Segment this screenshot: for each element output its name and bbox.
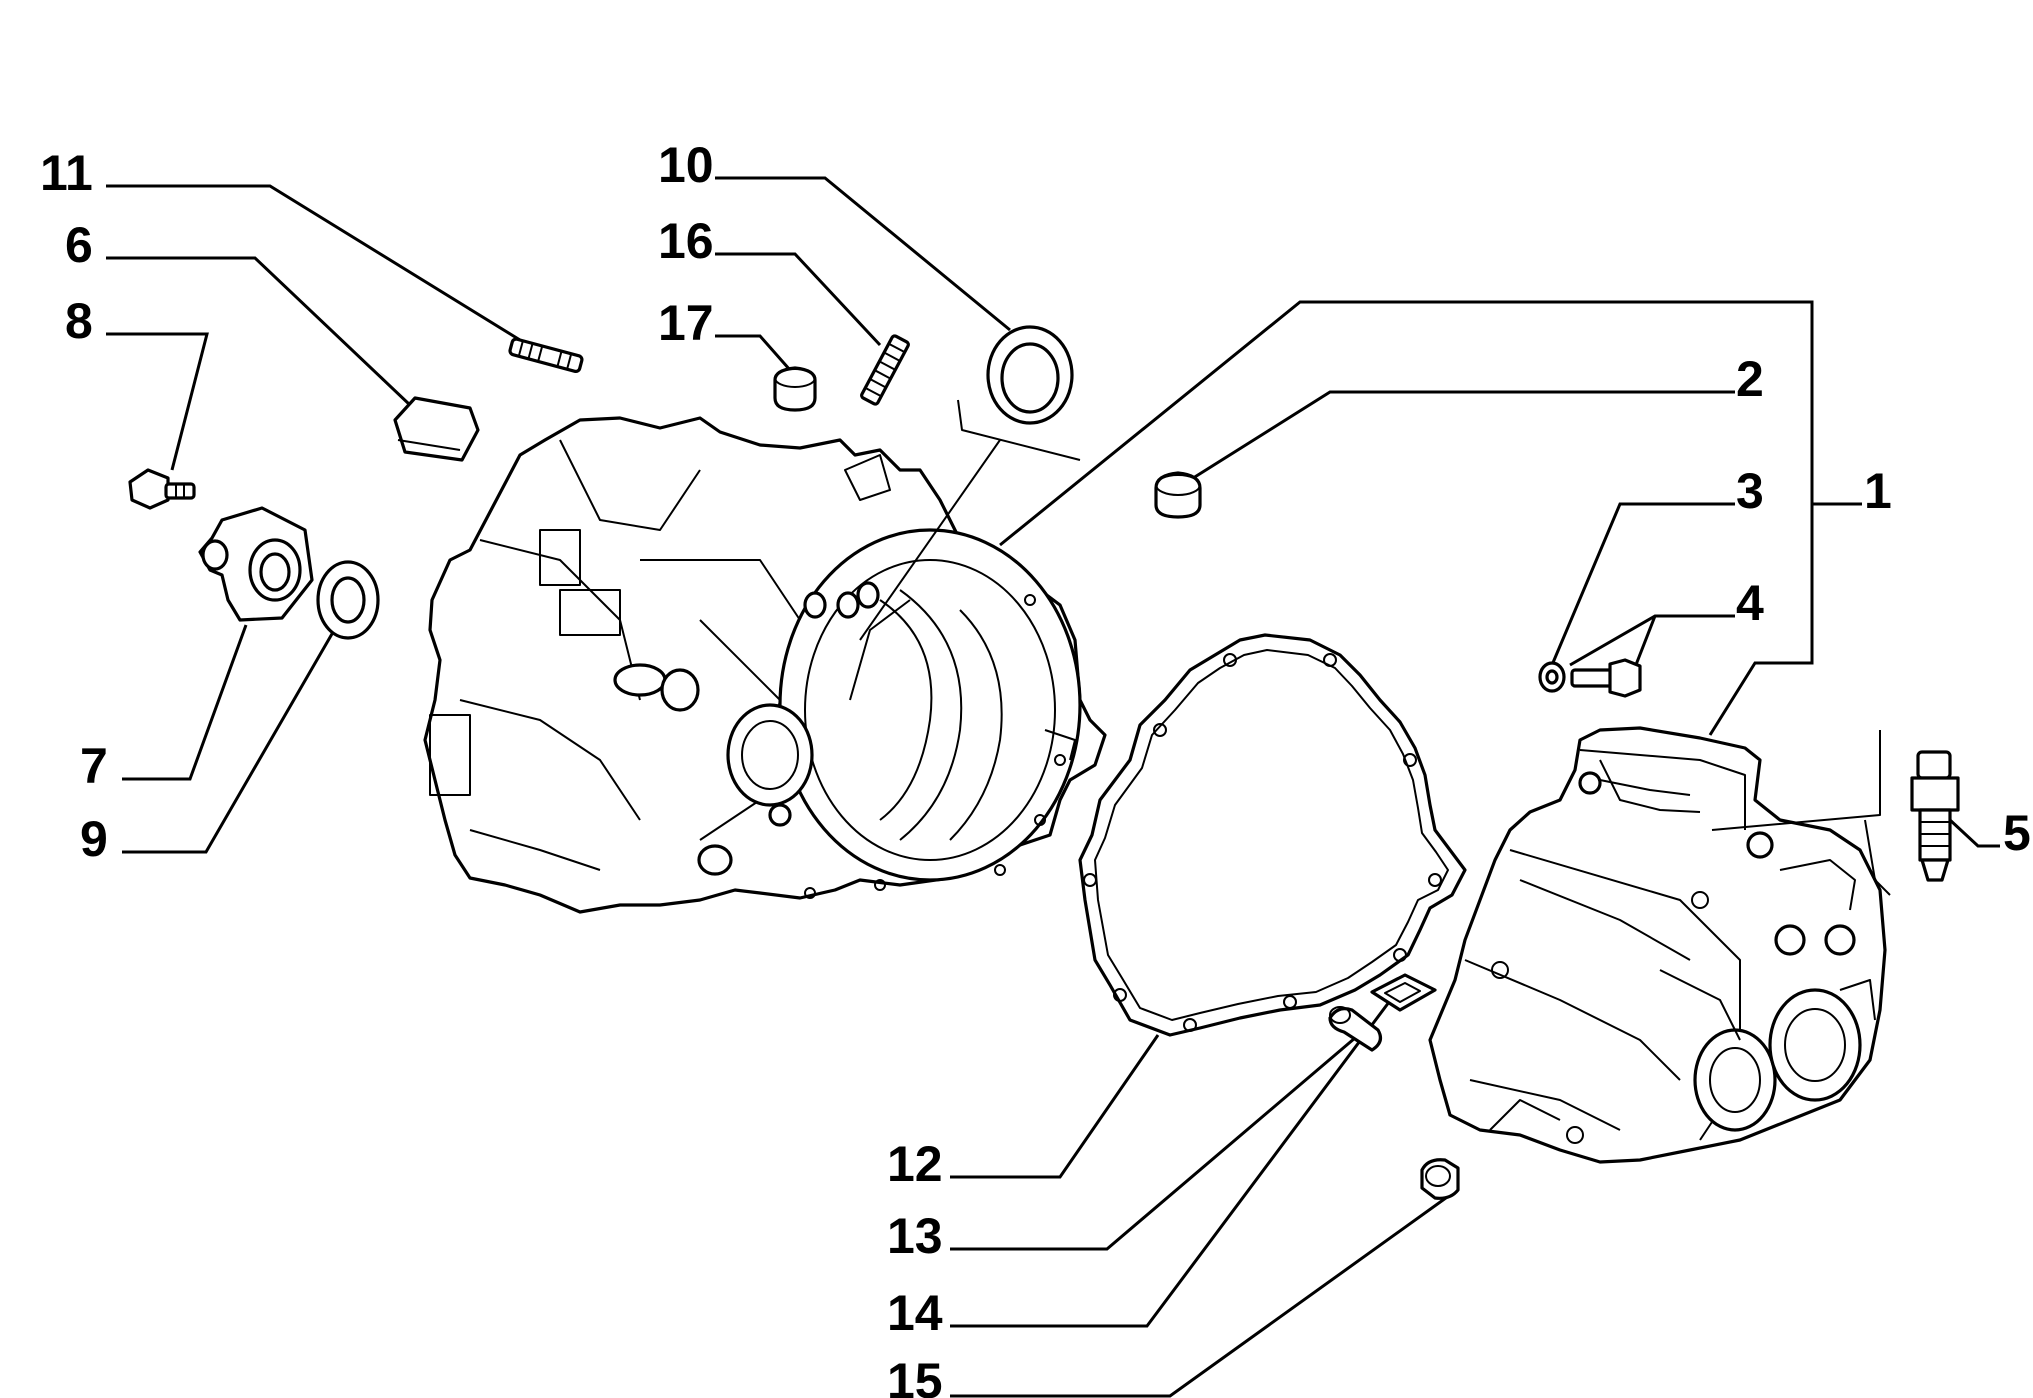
- leader-12: [950, 1034, 1160, 1179]
- gasket-part-12: [1078, 633, 1467, 1037]
- leader-3: [1550, 502, 1735, 666]
- callout-13: 13: [887, 1208, 943, 1264]
- callout-9: 9: [80, 811, 108, 867]
- leader-11: [106, 184, 521, 342]
- reference-line-1b: [1864, 819, 1891, 896]
- leader-17: [715, 334, 792, 371]
- cover-plate-part-6: [393, 396, 480, 462]
- leader-7: [122, 624, 248, 781]
- small-gasket-part-14: [1370, 973, 1437, 1012]
- callout-7: 7: [80, 738, 108, 794]
- clutch-housing: [423, 416, 1107, 914]
- leader-1b: [1708, 504, 1814, 736]
- leader-1: [999, 300, 1862, 547]
- switch-part-5: [1910, 750, 1960, 882]
- leader-16: [715, 252, 882, 347]
- drain-plug-part-15: [1420, 1158, 1460, 1200]
- bolt-part-8: [128, 468, 196, 510]
- leader-lines: [106, 176, 2000, 1398]
- callout-4: 4: [1736, 575, 1764, 631]
- plug-part-2: [1154, 471, 1202, 519]
- callout-10: 10: [658, 137, 714, 193]
- callout-15: 15: [887, 1353, 943, 1398]
- callout-1: 1: [1864, 463, 1892, 519]
- callout-3: 3: [1736, 463, 1764, 519]
- callout-16: 16: [658, 213, 714, 269]
- leader-5: [1948, 818, 2000, 848]
- callout-17: 17: [658, 295, 714, 351]
- stud-part-11: [508, 337, 584, 374]
- leader-15: [950, 1193, 1451, 1398]
- leader-2: [1189, 390, 1735, 482]
- leader-8: [106, 332, 209, 471]
- callout-11: 11: [40, 145, 93, 201]
- bolt-part-4: [1570, 658, 1642, 698]
- flange-part-7: [198, 506, 314, 622]
- leader-9: [122, 619, 342, 854]
- callout-2: 2: [1736, 351, 1764, 407]
- leader-14: [950, 989, 1400, 1328]
- plug-part-17: [773, 366, 817, 412]
- washer-part-3: [1538, 661, 1566, 693]
- callout-12: 12: [887, 1136, 943, 1192]
- callout-8: 8: [65, 293, 93, 349]
- reference-line-1: [1711, 730, 1881, 831]
- sleeve-part-13: [1328, 1006, 1383, 1052]
- leader-6: [106, 256, 412, 407]
- oil-seal-part-10: [986, 325, 1074, 425]
- leader-13: [950, 1036, 1356, 1251]
- callout-5: 5: [2003, 805, 2031, 861]
- reference-line-10: [957, 399, 1081, 461]
- gearbox-case: [1428, 726, 1887, 1164]
- reference-line-10b: [859, 439, 1001, 641]
- oil-seal-part-9: [316, 560, 380, 640]
- callout-14: 14: [887, 1285, 943, 1341]
- leader-10: [715, 176, 1011, 332]
- spring-pin-part-16: [860, 334, 910, 406]
- callout-6: 6: [65, 217, 93, 273]
